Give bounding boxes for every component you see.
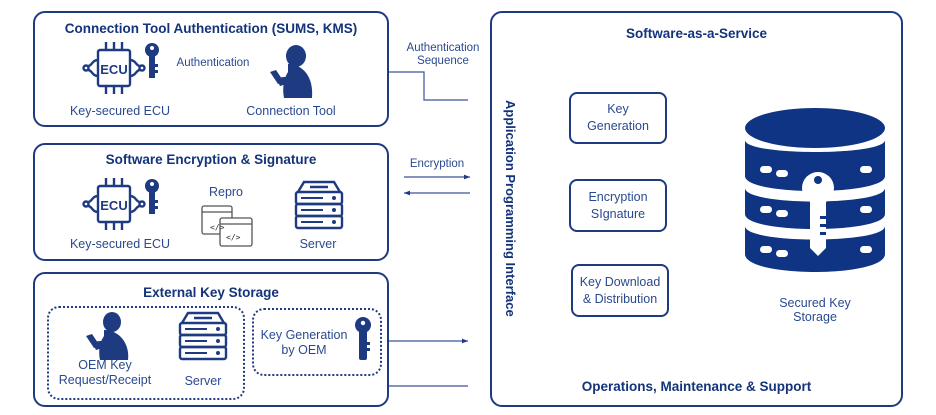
repro-label: Repro [208, 185, 244, 199]
person-phone-icon [270, 45, 313, 98]
encryption-connector-label: Encryption [409, 158, 465, 170]
svg-text:ECU: ECU [100, 198, 127, 213]
external-server-label: Server [184, 374, 222, 388]
saas-title: Software-as-a-Service [625, 26, 768, 41]
code-documents-icon: </> </> [201, 205, 253, 247]
authentication-label: Authentication [176, 57, 250, 69]
key-icon [145, 43, 159, 78]
keygen-oem-box [252, 308, 382, 376]
ecu-chip-icon: ECU [82, 178, 159, 230]
person-phone-icon [86, 312, 129, 360]
encryption-ecu-label: Key-secured ECU [69, 237, 171, 251]
key-download-box: Key Download& Distribution [571, 264, 669, 317]
encryption-server-label: Server [299, 237, 337, 251]
encryption-panel: Software Encryption & Signature [33, 143, 389, 261]
api-label: Application Programming Interface [503, 100, 518, 317]
encryption-panel-title: Software Encryption & Signature [105, 152, 317, 167]
auth-panel: Connection Tool Authentication (SUMS, KM… [33, 11, 389, 127]
server-icon [178, 311, 228, 361]
svg-text:</>: </> [210, 223, 225, 232]
oem-group-box [47, 306, 245, 400]
svg-text:ECU: ECU [100, 62, 127, 77]
connection-tool-label: Connection Tool [246, 104, 336, 118]
key-icon [145, 179, 159, 214]
database-key-icon [745, 108, 885, 272]
auth-ecu-label: Key-secured ECU [69, 104, 171, 118]
saas-footer: Operations, Maintenance & Support [581, 379, 812, 394]
ecu-chip-icon: ECU [82, 42, 159, 94]
external-panel-title: External Key Storage [143, 285, 279, 300]
auth-panel-title: Connection Tool Authentication (SUMS, KM… [64, 21, 358, 36]
svg-text:</>: </> [226, 233, 241, 242]
server-icon [294, 180, 344, 230]
key-icon [355, 317, 371, 360]
